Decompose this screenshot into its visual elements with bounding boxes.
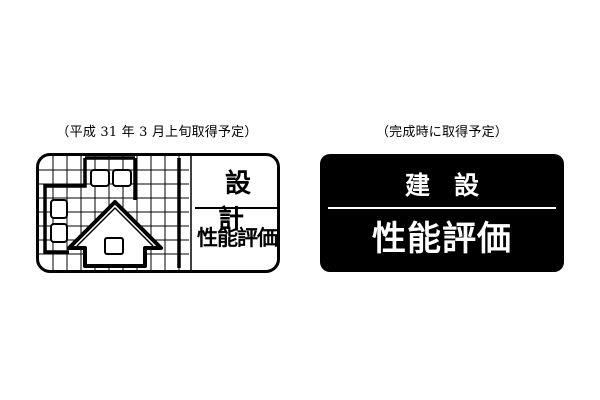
design-badge-divider bbox=[195, 207, 277, 209]
design-badge-caption: （平成 31 年 3 月上旬取得予定） bbox=[56, 125, 258, 140]
design-performance-badge: 設計 性能評価 bbox=[36, 153, 280, 273]
construction-badge-title: 建設 bbox=[404, 171, 503, 200]
house-on-grid-icon bbox=[39, 156, 192, 270]
construction-badge-caption: （完成時に取得予定） bbox=[375, 125, 508, 140]
construction-badge-divider bbox=[328, 207, 556, 209]
design-badge-main-text: 性能評価 bbox=[197, 226, 277, 250]
construction-performance-badge: 建設 性能評価 bbox=[320, 154, 564, 272]
construction-badge-main-text: 性能評価 bbox=[372, 219, 512, 259]
design-badge-title: 設計 bbox=[217, 169, 265, 235]
